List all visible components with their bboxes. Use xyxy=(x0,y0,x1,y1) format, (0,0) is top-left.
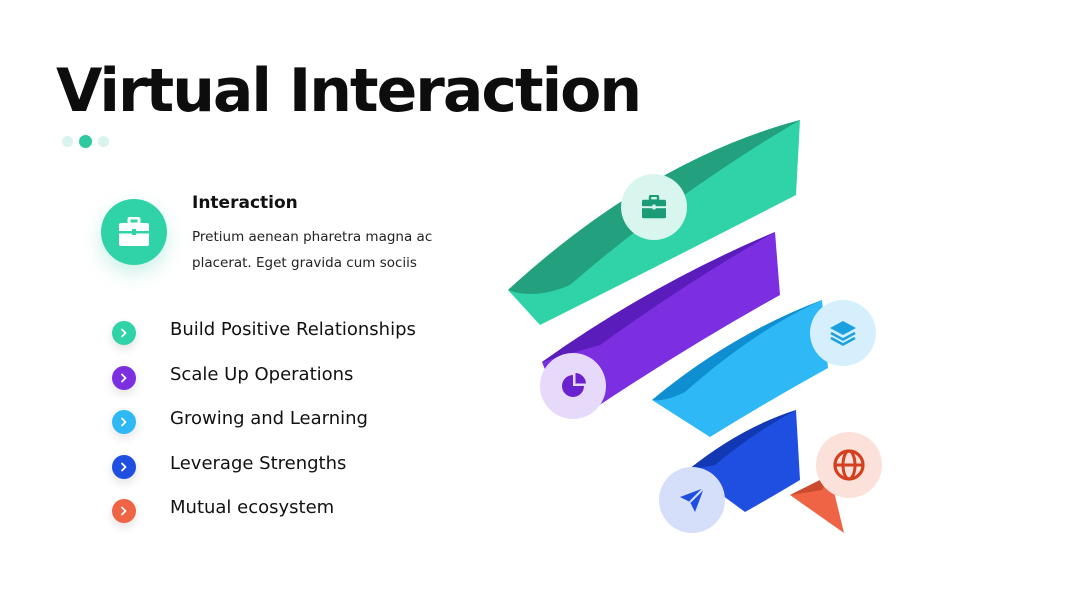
chevron-right-icon xyxy=(112,499,136,523)
chevron-right-icon xyxy=(112,454,136,479)
list-item-label: Scale Up Operations xyxy=(170,363,354,385)
briefcase-icon xyxy=(621,174,687,240)
send-icon xyxy=(659,467,725,533)
layers-icon xyxy=(810,300,876,366)
list-item-label: Growing and Learning xyxy=(170,408,368,429)
pagination-dot-active[interactable] xyxy=(79,135,92,148)
pagination-dot[interactable] xyxy=(98,136,109,147)
chevron-right-icon xyxy=(112,410,136,434)
feature-title: Interaction xyxy=(192,193,298,213)
list-item-label: Mutual ecosystem xyxy=(170,497,335,518)
slide-title: Virtual Interaction xyxy=(56,56,642,126)
list-item-label: Leverage Strengths xyxy=(170,452,347,474)
briefcase-icon xyxy=(101,199,167,265)
funnel-layer-lightblue xyxy=(652,300,828,437)
chevron-right-icon xyxy=(112,321,136,345)
pagination-dots xyxy=(62,135,109,148)
pagination-dot[interactable] xyxy=(62,136,73,147)
chevron-right-icon xyxy=(112,365,136,390)
funnel-layer-purple xyxy=(542,232,780,409)
globe-icon xyxy=(816,432,882,498)
feature-description: Pretium aenean pharetra magna ac placera… xyxy=(192,229,433,271)
list-item-label: Build Positive Relationships xyxy=(170,319,416,340)
pie-chart-icon xyxy=(540,353,606,419)
